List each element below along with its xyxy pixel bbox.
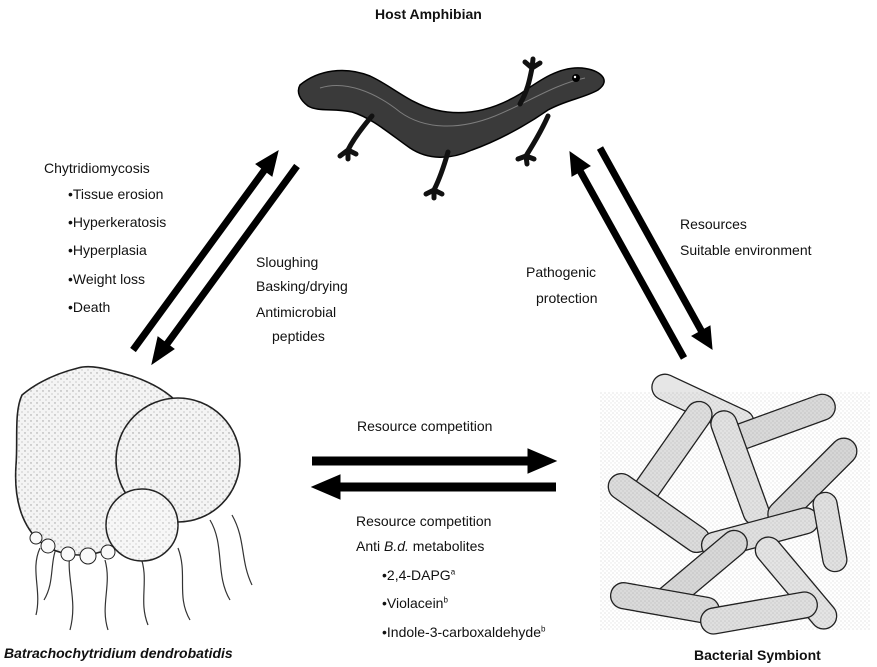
arrowhead-symbiont-to-pathogen (312, 475, 340, 499)
defense-line: Sloughing (256, 254, 318, 271)
protection-line: protection (536, 290, 597, 307)
resource-competition-label-2: Resource competition (356, 513, 491, 530)
chytridiomycosis-title: Chytridiomycosis (44, 160, 150, 177)
arrowhead-pathogen-to-symbiont (528, 449, 556, 473)
defense-line: peptides (272, 328, 325, 345)
effect-item: •Tissue erosion (68, 186, 163, 203)
effect-item: •Weight loss (68, 271, 145, 288)
chytrid-fungus-illustration (16, 367, 252, 630)
salamander-illustration (298, 59, 604, 198)
anti-bd-metabolites-label: Anti B.d. metabolites (356, 538, 484, 555)
effect-item: •Hyperplasia (68, 242, 147, 259)
metabolite-item: •Violaceinb (382, 595, 448, 612)
resources-line: Resources (680, 216, 747, 233)
pathogen-label: Batrachochytridium dendrobatidis (4, 645, 233, 662)
resource-competition-label: Resource competition (357, 418, 492, 435)
effect-item: •Hyperkeratosis (68, 214, 166, 231)
defense-line: Antimicrobial (256, 304, 336, 321)
metabolite-item: •2,4-DAPGa (382, 567, 455, 584)
defense-line: Basking/drying (256, 278, 348, 295)
protection-line: Pathogenic (526, 264, 596, 281)
bacteria-illustration (600, 370, 870, 636)
resources-line: Suitable environment (680, 242, 812, 259)
effect-item: •Death (68, 299, 110, 316)
bacterial-symbiont-label: Bacterial Symbiont (694, 647, 821, 664)
host-amphibian-label: Host Amphibian (375, 6, 482, 23)
metabolite-item: •Indole-3-carboxaldehydeb (382, 624, 545, 641)
